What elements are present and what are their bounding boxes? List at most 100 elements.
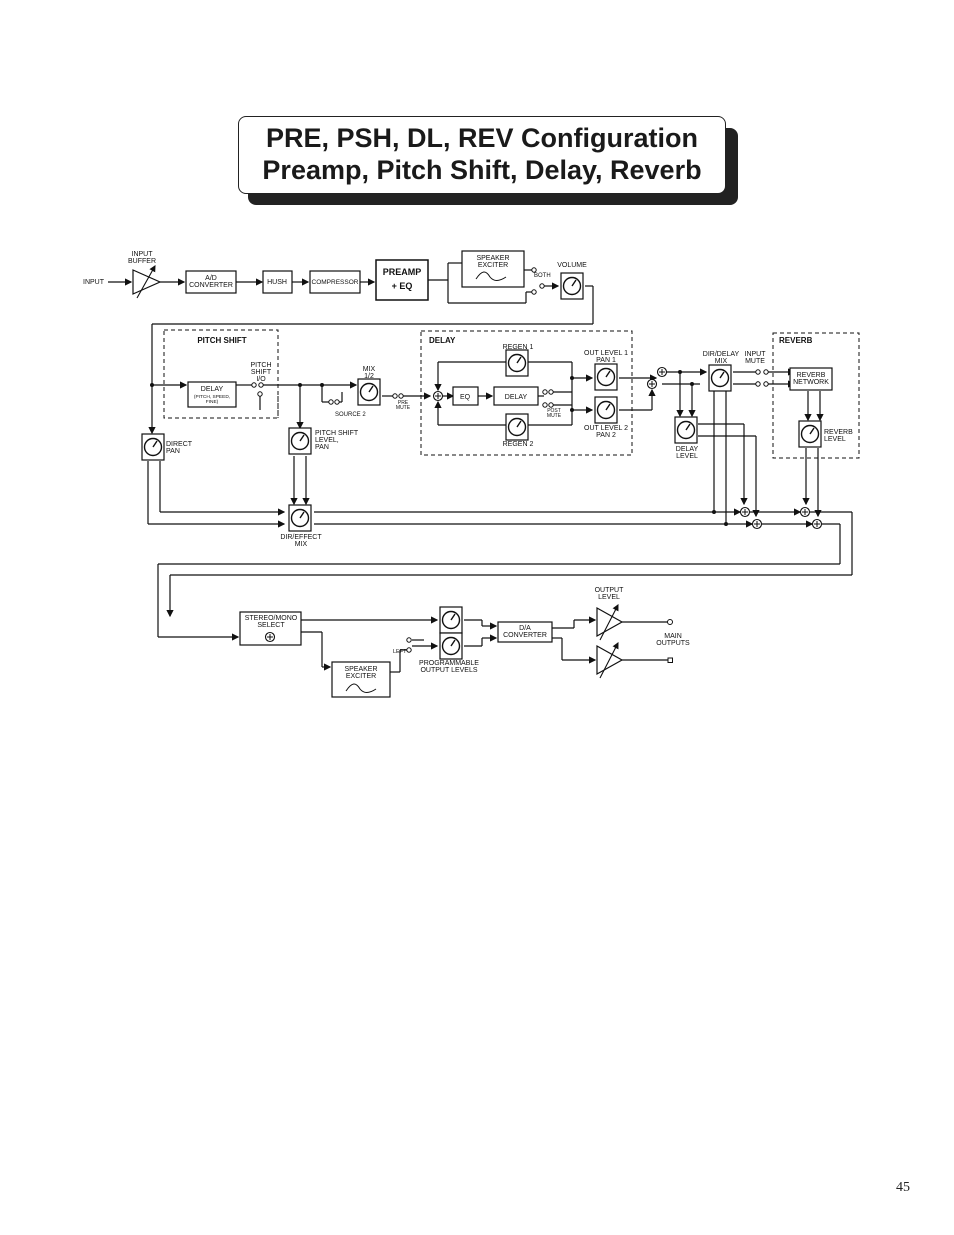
regen1-label: REGEN 1	[503, 344, 534, 351]
output-level-knob-2	[439, 632, 463, 660]
reverb-network-label-1: REVERB	[797, 372, 826, 379]
main-sum-4	[811, 518, 823, 530]
mix-label-1: MIX	[363, 366, 376, 373]
pitch-shift-section-label: PITCH SHIFT	[197, 336, 246, 345]
input-label: INPUT	[83, 279, 105, 286]
output-level-label-2: LEVEL	[598, 594, 620, 601]
input-buffer-label-2: BUFFER	[128, 258, 156, 265]
delay-block	[493, 386, 539, 406]
exciter-curve-top	[475, 271, 507, 281]
ps-io-label-2: SHIFT	[251, 369, 272, 376]
pan-sum-1	[656, 366, 668, 378]
exciter-bottom-label-2: EXCITER	[346, 673, 376, 680]
dir-effect-mix-label-2: MIX	[295, 541, 308, 548]
post-mute-label-1: POST	[547, 408, 561, 414]
post-mute-label-2: MUTE	[547, 413, 562, 419]
main-sum-1	[739, 506, 751, 518]
direct-pan-label-2: PAN	[166, 448, 180, 455]
reverb-level-label-2: LEVEL	[824, 436, 846, 443]
da-converter-block	[497, 621, 553, 643]
delay-input-sum	[432, 390, 444, 402]
da-label-2: CONVERTER	[503, 632, 547, 639]
pre-mute-label-1: PRE	[398, 400, 409, 406]
dir-delay-mix-knob	[708, 364, 732, 392]
ps-delay-label-1: DELAY	[201, 386, 224, 393]
page-number: 45	[896, 1180, 910, 1195]
delay-section-label: DELAY	[429, 336, 456, 345]
preamp-label-2: + EQ	[392, 281, 413, 291]
input-mute-label-2: MUTE	[745, 358, 765, 365]
eq-label: EQ	[460, 394, 471, 401]
stereo-mono-label-1: STEREO/MONO	[245, 615, 298, 622]
reverb-section-box	[772, 332, 860, 459]
reverb-level-label-1: REVERB	[824, 429, 853, 436]
dir-effect-mix-label-1: DIR/EFFECT	[280, 534, 322, 541]
pre-mute-label-2: MUTE	[396, 405, 411, 411]
ad-converter-block	[185, 270, 237, 294]
left-label: LEFT	[393, 649, 407, 655]
stereo-mono-sum	[264, 631, 276, 643]
ps-level-label-2: LEVEL,	[315, 437, 339, 444]
pitch-shift-level-knob	[288, 427, 312, 455]
reverb-network-block	[789, 367, 833, 391]
title-line-2: Preamp, Pitch Shift, Delay, Reverb	[262, 155, 702, 185]
mix-knob	[357, 378, 381, 406]
direct-pan-knob	[141, 433, 165, 461]
delay-block-label: DELAY	[505, 394, 528, 401]
speaker-exciter-top-block	[461, 250, 525, 288]
out-level-1-label-2: PAN 1	[596, 357, 616, 364]
ps-delay-label-3: FINE)	[206, 399, 219, 405]
output-amp-bottom	[596, 642, 624, 679]
output-level-label-1: OUTPUT	[595, 587, 625, 594]
da-label-1: D/A	[519, 625, 531, 632]
ps-io-label-3: I/O	[256, 376, 266, 383]
source2-label: SOURCE 2	[335, 412, 366, 418]
ps-level-label-1: PITCH SHIFT	[315, 430, 359, 437]
volume-label: VOLUME	[557, 262, 587, 269]
input-buffer-amp	[132, 265, 162, 299]
exciter-top-label-2: EXCITER	[478, 262, 508, 269]
main-outputs-label-1: MAIN	[664, 633, 682, 640]
programmable-label-2: OUTPUT LEVELS	[420, 667, 477, 674]
reverb-level-knob	[798, 420, 822, 448]
preamp-label-1: PREAMP	[383, 267, 422, 277]
ps-delay-label-2: (PITCH, SPEED,	[194, 394, 230, 400]
ad-label-2: CONVERTER	[189, 282, 233, 289]
output-level-knob-1	[439, 606, 463, 634]
input-mute-label-1: INPUT	[745, 351, 767, 358]
regen2-label: REGEN 2	[503, 441, 534, 448]
reverb-network-label-2: NETWORK	[793, 379, 829, 386]
delay-level-label-1: DELAY	[676, 446, 699, 453]
out-level-2-label-1: OUT LEVEL 2	[584, 425, 628, 432]
main-sum-3	[799, 506, 811, 518]
ps-level-label-3: PAN	[315, 444, 329, 451]
dir-delay-mix-label-2: MIX	[715, 358, 728, 365]
title-line-1: PRE, PSH, DL, REV Configuration	[265, 123, 698, 153]
ad-label-1: A/D	[205, 275, 217, 282]
pan-sum-2	[646, 378, 658, 390]
direct-pan-label-1: DIRECT	[166, 441, 193, 448]
out-level-1-knob	[594, 363, 618, 391]
ps-io-label-1: PITCH	[251, 362, 272, 369]
delay-level-label-2: LEVEL	[676, 453, 698, 460]
pitch-shift-delay-block	[187, 381, 237, 408]
eq-block	[452, 386, 479, 406]
title-box: PRE, PSH, DL, REV Configuration Preamp, …	[238, 116, 726, 194]
preamp-eq-block	[375, 259, 429, 301]
pitch-shift-section-box	[163, 329, 279, 419]
hush-label: HUSH	[267, 279, 287, 286]
exciter-top-label-1: SPEAKER	[476, 255, 509, 262]
out-level-2-knob	[594, 396, 618, 424]
main-sum-2	[751, 518, 763, 530]
exciter-curve-bottom	[345, 683, 377, 693]
programmable-label-1: PROGRAMMABLE	[419, 660, 479, 667]
dir-delay-mix-label-1: DIR/DELAY	[703, 351, 740, 358]
out-level-2-label-2: PAN 2	[596, 432, 616, 439]
mix-label-2: 1/2	[364, 373, 374, 380]
compressor-label: COMPRESSOR	[312, 279, 359, 286]
exciter-bottom-label-1: SPEAKER	[344, 666, 377, 673]
reverb-section-label: REVERB	[779, 336, 813, 345]
speaker-exciter-bottom-block	[331, 661, 391, 698]
main-outputs-label-2: OUTPUTS	[656, 640, 690, 647]
